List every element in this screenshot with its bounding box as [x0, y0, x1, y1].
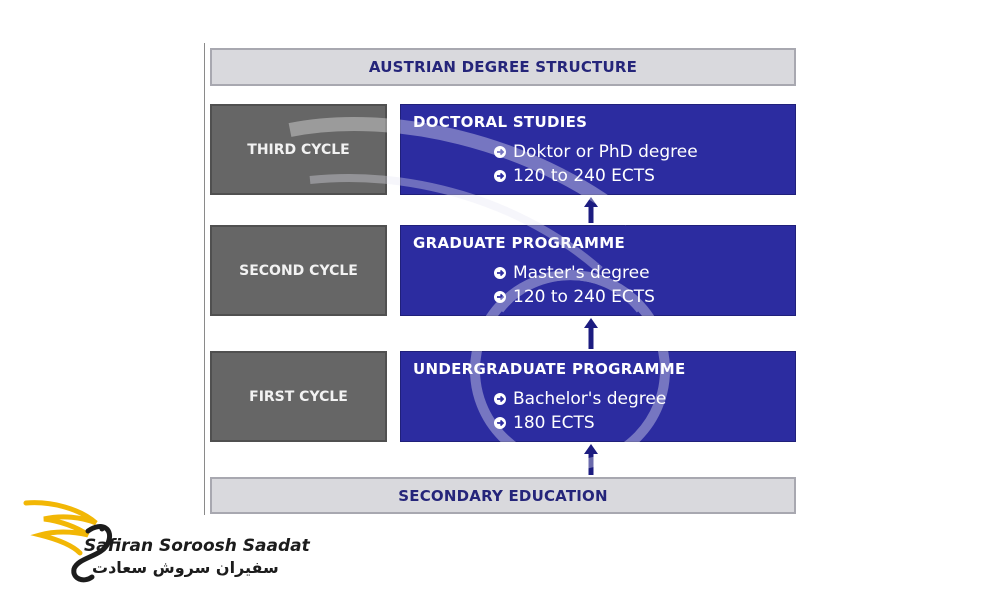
right-arrow-circle-icon	[494, 267, 506, 279]
programme-item-text: 120 to 240 ECTS	[513, 166, 655, 186]
brand-name-persian: سفیران سروش سعادت	[92, 558, 279, 577]
programme-item: 120 to 240 ECTS	[493, 287, 655, 307]
programme-item-text: Master's degree	[513, 263, 650, 283]
programme-box-doctoral: DOCTORAL STUDIES Doktor or PhD degree 12…	[400, 104, 796, 195]
programme-item-text: 180 ECTS	[513, 413, 595, 433]
programme-item-text: 120 to 240 ECTS	[513, 287, 655, 307]
programme-item: Doktor or PhD degree	[493, 142, 698, 162]
programme-title: GRADUATE PROGRAMME	[413, 234, 626, 252]
programme-title: DOCTORAL STUDIES	[413, 113, 588, 131]
right-arrow-circle-icon	[494, 146, 506, 158]
right-arrow-circle-icon	[494, 291, 506, 303]
programme-item-text: Bachelor's degree	[513, 389, 667, 409]
cycle-label-third: THIRD CYCLE	[210, 104, 387, 195]
programme-item: Bachelor's degree	[493, 389, 666, 409]
diagram-title: AUSTRIAN DEGREE STRUCTURE	[210, 48, 796, 86]
cycle-label-second: SECOND CYCLE	[210, 225, 387, 316]
programme-box-undergraduate: UNDERGRADUATE PROGRAMME Bachelor's degre…	[400, 351, 796, 442]
brand-name-english: Safiran Soroosh Saadat	[84, 536, 310, 556]
up-arrow-icon	[584, 444, 598, 475]
up-arrow-icon	[584, 197, 598, 223]
right-arrow-circle-icon	[494, 393, 506, 405]
programme-item: 120 to 240 ECTS	[493, 166, 655, 186]
programme-item: 180 ECTS	[493, 413, 595, 433]
right-arrow-circle-icon	[494, 417, 506, 429]
degree-structure-diagram: AUSTRIAN DEGREE STRUCTURE THIRD CYCLE DO…	[204, 43, 799, 515]
programme-box-graduate: GRADUATE PROGRAMME Master's degree 120 t…	[400, 225, 796, 316]
diagram-footer: SECONDARY EDUCATION	[210, 477, 796, 514]
up-arrow-icon	[584, 318, 598, 349]
programme-item: Master's degree	[493, 263, 650, 283]
programme-item-text: Doktor or PhD degree	[513, 142, 698, 162]
programme-title: UNDERGRADUATE PROGRAMME	[413, 360, 686, 378]
right-arrow-circle-icon	[494, 170, 506, 182]
cycle-label-first: FIRST CYCLE	[210, 351, 387, 442]
swan-logo-icon	[23, 500, 112, 583]
